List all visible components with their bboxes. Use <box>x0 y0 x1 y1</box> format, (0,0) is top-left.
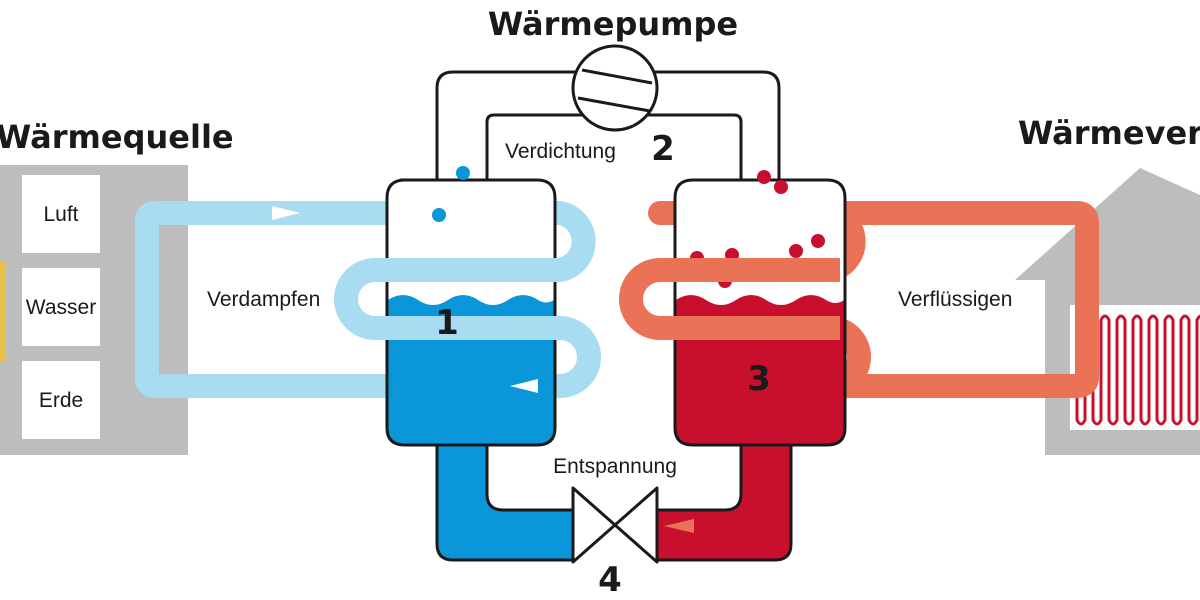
source-label-water: Wasser <box>26 296 96 319</box>
evaporator-tank <box>385 166 557 447</box>
flow-arrow-icon <box>510 379 538 393</box>
hot-liquid-pipe <box>655 438 793 562</box>
coil-front-segments <box>375 258 840 340</box>
step-number-3: 3 <box>747 359 771 399</box>
vapor-bubble <box>774 180 788 194</box>
compressor-icon <box>571 44 659 132</box>
label-expansion: Entspannung <box>553 455 677 478</box>
vapor-bubble <box>811 234 825 248</box>
house-roof <box>1015 168 1200 280</box>
flow-arrow-icon <box>664 519 694 533</box>
step-number-1: 1 <box>435 303 459 343</box>
expansion-valve-icon <box>571 486 659 564</box>
radiator-icon <box>1075 314 1200 426</box>
evaporator-tank-outline <box>385 178 557 447</box>
label-compression: Verdichtung <box>505 140 616 163</box>
vapor-bubble <box>789 244 803 258</box>
title-heat-source: Wärmequelle <box>0 118 234 156</box>
flow-arrow-icon <box>272 206 300 220</box>
step-number-4: 4 <box>598 560 622 600</box>
condenser-tank <box>673 170 847 447</box>
step-number-2: 2 <box>651 129 675 169</box>
vapor-bubble <box>456 166 470 180</box>
heat-source-edge-mark <box>0 262 6 362</box>
hot-liquid-pipe-body <box>655 438 793 562</box>
source-box-earth <box>22 361 100 439</box>
title-heat-pump: Wärmepumpe <box>488 5 738 43</box>
vapor-bubble <box>757 170 771 184</box>
vapor-bubble <box>432 208 446 222</box>
source-box-air <box>22 175 100 253</box>
source-label-earth: Erde <box>39 389 83 412</box>
condenser-tank-outline <box>673 178 847 447</box>
label-condensation: Verflüssigen <box>898 288 1012 311</box>
source-label-air: Luft <box>43 203 78 226</box>
label-evaporation: Verdampfen <box>207 288 320 311</box>
source-box-water <box>22 268 100 346</box>
title-heat-distribution: Wärmeverte <box>1018 114 1200 152</box>
